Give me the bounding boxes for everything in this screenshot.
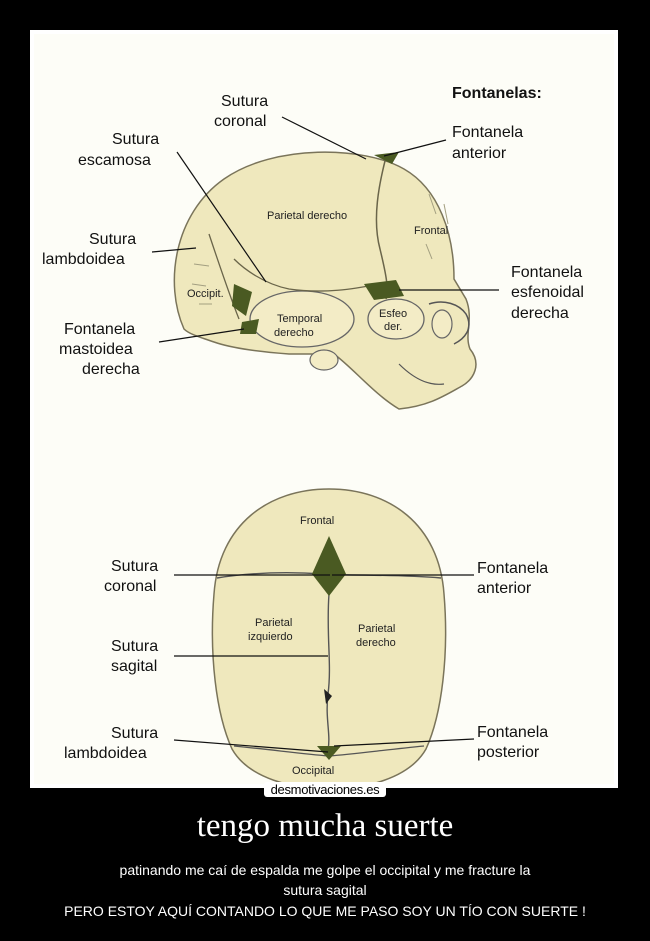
bone-temporal-side: Temporal derecho	[274, 313, 325, 339]
label-fontanela-posterior: Fontanela posterior	[477, 724, 553, 761]
poster-caption-line-2: sutura sagital	[283, 882, 367, 898]
bone-parietal-derecho-top: Parietal derecho	[356, 623, 398, 649]
label-sutura-sagital: Sutura sagital	[111, 638, 163, 675]
bone-parietal-izquierdo-top: Parietal izquierdo	[248, 617, 295, 643]
bone-parietal-derecho-side: Parietal derecho	[267, 210, 347, 222]
label-fontanela-esfenoidal: Fontanela esfenoidal derecha	[511, 264, 588, 322]
bone-frontal-top: Frontal	[300, 515, 334, 527]
label-sutura-lambdoidea-top: Sutura lambdoidea	[64, 725, 163, 762]
poster-caption-line-3: PERO ESTOY AQUÍ CONTANDO LO QUE ME PASO …	[64, 903, 586, 919]
label-fontanela-anterior-side: Fontanela anterior	[452, 124, 528, 162]
label-sutura-lambdoidea-side: Sutura lambdoidea	[42, 231, 141, 268]
poster-title: tengo mucha suerte	[196, 808, 454, 844]
bone-frontal-side: Frontal	[414, 225, 448, 237]
watermark-text: desmotivaciones.es	[263, 782, 387, 797]
poster-caption-line-1: patinando me caí de espalda me golpe el …	[119, 862, 531, 878]
label-fontanela-mastoidea: Fontanela mastoidea derecha	[59, 321, 140, 378]
bone-occipital-side: Occipit.	[187, 288, 224, 300]
image-frame: Fontanelas: Sutura coronal Fontanela ant…	[30, 30, 618, 790]
leader-lines	[151, 116, 499, 753]
top-view-skull	[211, 488, 447, 790]
side-view-skull	[173, 151, 477, 410]
label-sutura-escamosa: Sutura escamosa	[78, 131, 164, 169]
label-sutura-coronal-side: Sutura coronal	[214, 93, 273, 130]
skull-illustration: Fontanelas: Sutura coronal Fontanela ant…	[42, 85, 588, 790]
bone-esfenoides-side: Esfeo der.	[379, 308, 410, 333]
label-fontanela-anterior-top: Fontanela anterior	[477, 560, 553, 597]
fontanelas-header: Fontanelas:	[452, 85, 542, 102]
label-sutura-coronal-top: Sutura coronal	[104, 558, 163, 595]
bone-occipital-top: Occipital	[292, 765, 334, 777]
skull-diagram: Fontanelas: Sutura coronal Fontanela ant…	[34, 34, 614, 790]
watermark: desmotivaciones.es	[0, 781, 650, 799]
